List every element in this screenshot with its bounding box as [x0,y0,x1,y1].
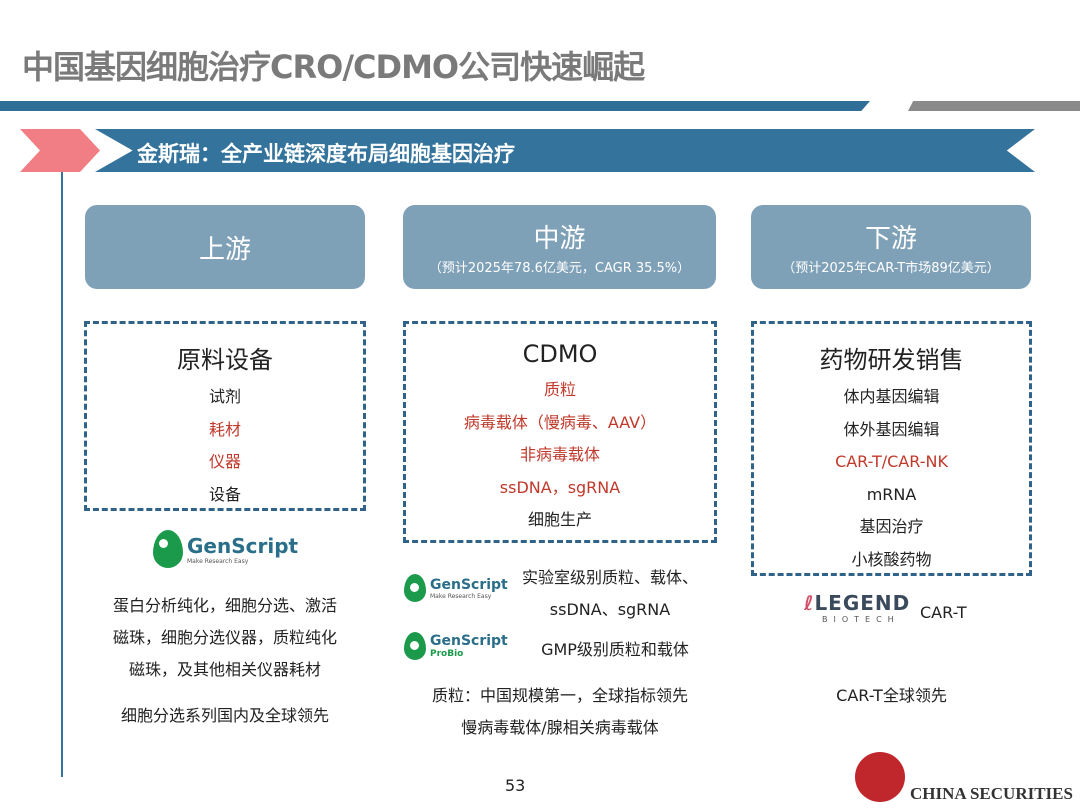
list-item: 试剂 [208,387,241,406]
list-item: ssDNA，sgRNA [499,477,621,497]
header-divider-gray [908,101,1080,111]
upstream-description: 蛋白分析纯化，细胞分选、激活 磁珠，细胞分选仪器，质粒纯化 磁珠，及其他相关仪器… [84,590,366,686]
page-number: 53 [505,776,526,795]
midstream-logo2-description: GMP级别质粒和载体 [541,640,689,659]
stage-sub: （预计2025年CAR-T市场89亿美元） [782,261,1000,276]
logo-tagline: BIOTECH [822,615,900,624]
list-item: 质粒 [543,380,576,399]
list-item: 体外基因编辑 [843,419,940,439]
stage-midstream: 中游 （预计2025年78.6亿美元，CAGR 35.5%） [403,205,716,289]
desc-line: ssDNA、sgRNA [549,600,671,619]
genscript-drop-icon [404,574,426,602]
logo-name: GenScript [187,533,299,558]
upstream-box: 原料设备 试剂 耗材 仪器 设备 [84,321,366,511]
downstream-logo-description: CAR-T [920,603,967,622]
logo-tagline: Make Research Easy [187,557,249,565]
genscript-logo: GenScript Make Research Easy [404,574,508,602]
section-banner [95,129,1035,172]
logo-tagline: Make Research Easy [430,592,492,600]
logo-name: GenScript [430,633,508,649]
stage-downstream: 下游 （预计2025年CAR-T市场89亿美元） [751,205,1031,289]
stage-name: 下游 [864,224,917,254]
box-heading: CDMO [522,340,598,368]
midstream-note: 质粒：中国规模第一，全球指标领先 慢病毒载体/腺相关病毒载体 [403,680,717,744]
list-item: 设备 [208,484,241,504]
stage-name: 中游 [533,224,586,254]
logo-tagline: ProBio [430,649,464,659]
banner-chevron [20,129,100,172]
list-item: 基因治疗 [859,517,924,536]
logo-name: LEGEND [814,591,911,615]
page-title: 中国基因细胞治疗CRO/CDMO公司快速崛起 [22,48,645,86]
list-item: 病毒载体（慢病毒、AAV） [463,412,657,432]
desc-line: 磁珠，细胞分选仪器，质粒纯化 [112,628,337,647]
upstream-note: 细胞分选系列国内及全球领先 [120,706,329,725]
logo-name: GenScript [430,576,508,593]
genscript-logo: GenScript Make Research Easy [153,530,298,568]
legend-loop-icon: ℓ [804,591,815,615]
logo-text: CHINA SECURITIES [910,784,1073,803]
legend-biotech-logo: ℓLEGEND BIOTECH [804,591,910,624]
genscript-probio-logo: GenScript ProBio [404,632,508,660]
stage-sub: （预计2025年78.6亿美元，CAGR 35.5%） [428,261,691,276]
downstream-note: CAR-T全球领先 [836,686,947,705]
note-line: 慢病毒载体/腺相关病毒载体 [461,718,659,737]
timeline-line [61,172,63,777]
list-item: mRNA [866,484,917,504]
desc-line: 磁珠，及其他相关仪器耗材 [128,660,321,679]
list-item: 非病毒载体 [519,445,600,464]
note-line: 质粒：中国规模第一，全球指标领先 [431,686,688,705]
china-securities-logo: CHINA SECURITIES [855,750,1075,805]
list-item: 细胞生产 [527,510,592,529]
desc-line: 蛋白分析纯化，细胞分选、激活 [112,596,337,615]
box-heading: 原料设备 [177,346,273,374]
midstream-logo1-description: 实验室级别质粒、载体、 ssDNA、sgRNA [505,562,715,626]
stage-upstream: 上游 [85,205,365,289]
list-item: 仪器 [208,452,241,471]
genscript-drop-icon [404,632,426,660]
desc-line: 实验室级别质粒、载体、 [521,568,698,587]
stage-name: 上游 [198,234,251,265]
genscript-drop-icon [153,530,183,568]
banner-title: 金斯瑞：全产业链深度布局细胞基因治疗 [137,142,515,166]
list-item: 体内基因编辑 [843,387,940,406]
header-divider-blue [0,101,870,111]
list-item: 小核酸药物 [851,549,932,569]
list-item: 耗材 [208,419,241,439]
midstream-box: CDMO 质粒 病毒载体（慢病毒、AAV） 非病毒载体 ssDNA，sgRNA … [403,321,717,543]
box-heading: 药物研发销售 [819,346,964,374]
seal-icon [855,752,905,802]
downstream-box: 药物研发销售 体内基因编辑 体外基因编辑 CAR-T/CAR-NK mRNA 基… [751,321,1032,576]
list-item: CAR-T/CAR-NK [835,452,948,471]
